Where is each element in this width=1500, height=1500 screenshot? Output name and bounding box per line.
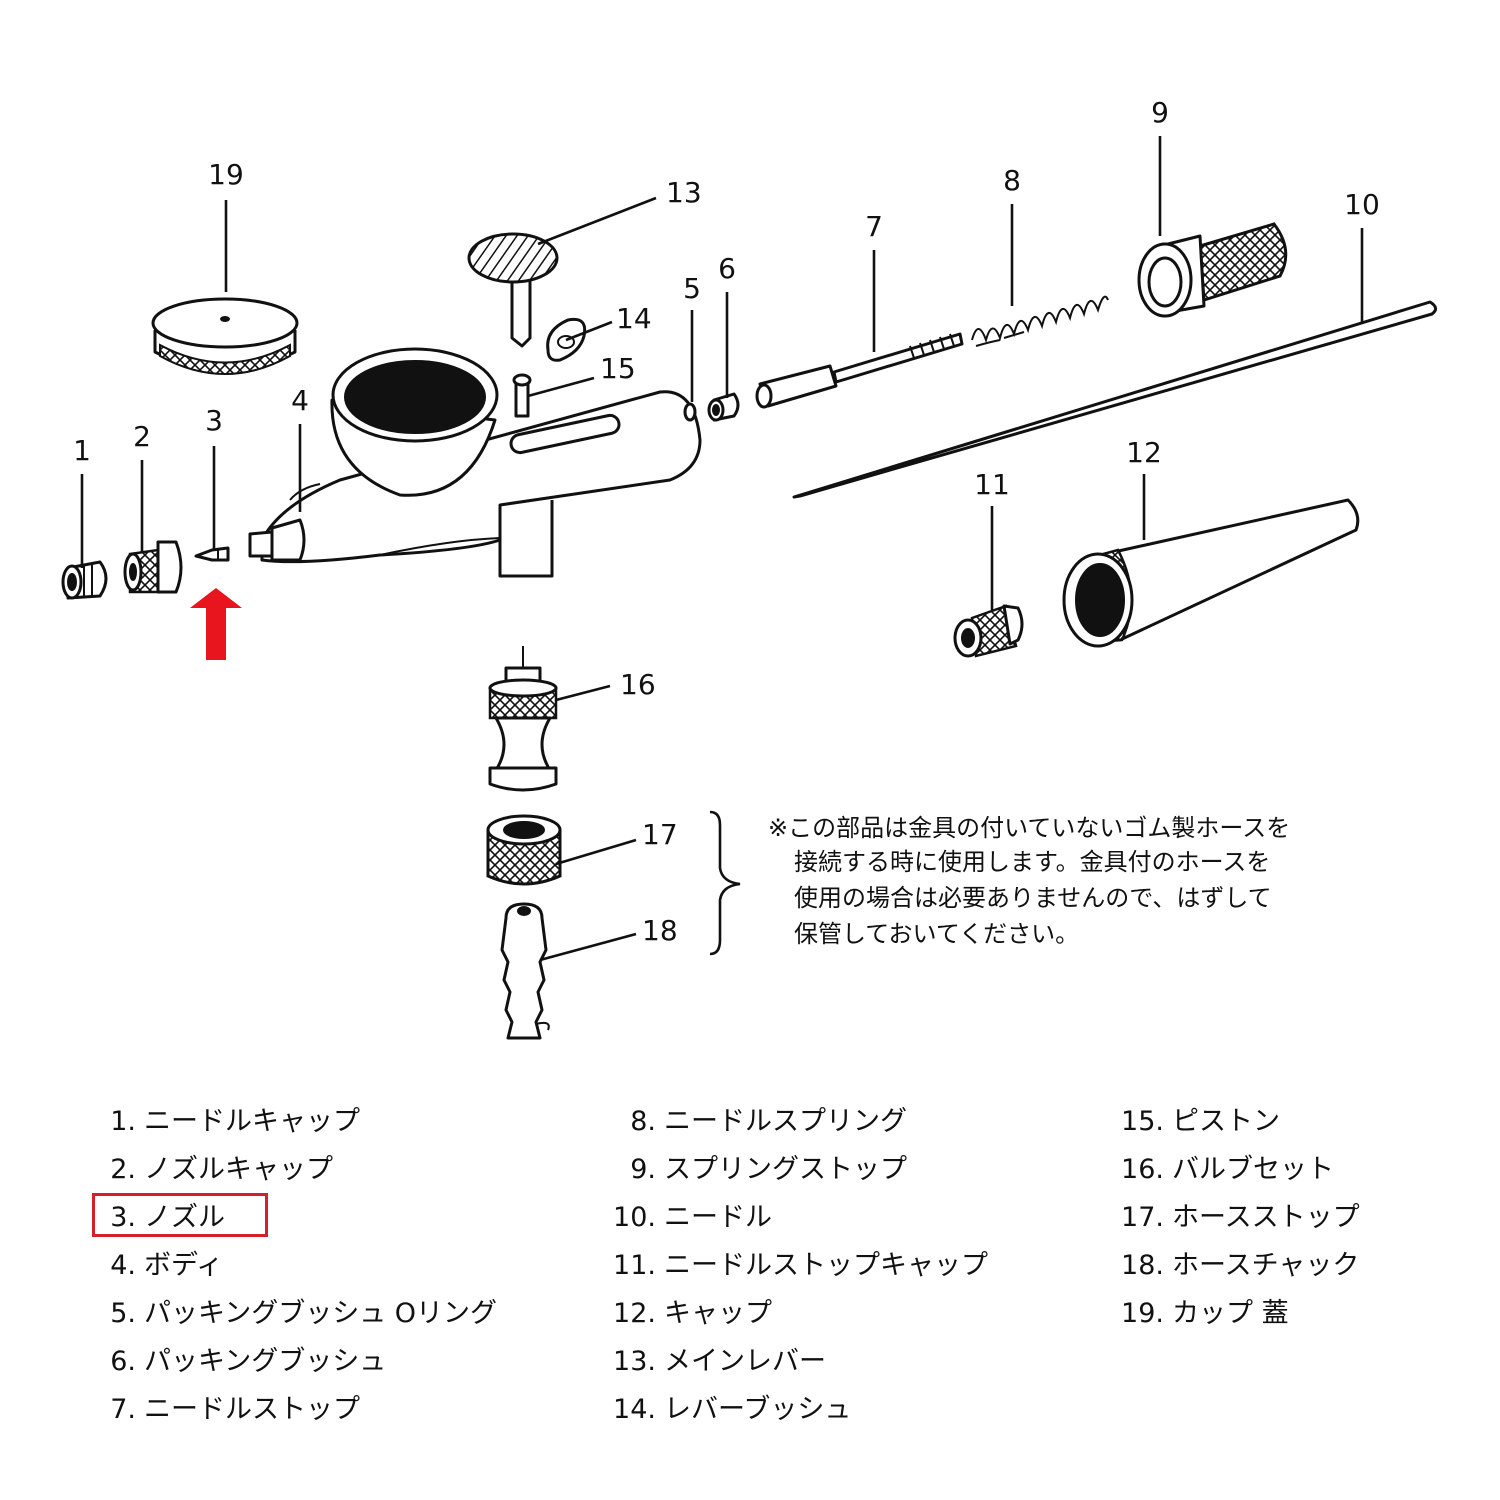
callout-4: 4: [291, 384, 309, 417]
exploded-parts-diagram: 1 2 3 4 5 6 7 8 9 10 11 12 13 14 15 16 1…: [61, 96, 1437, 1040]
note-text: ※この部品は金具の付いていないゴム製ホースを 接続する時に使用します。金具付のホ…: [768, 814, 1290, 948]
needle-part: [792, 300, 1437, 499]
up-arrow-icon: [190, 588, 242, 660]
legend-item-hose-chuck: 18.ホースチャック: [1121, 1250, 1360, 1281]
cup-lid-part: [151, 297, 299, 375]
leader-lines: [80, 136, 1364, 962]
callout-6: 6: [718, 252, 736, 285]
legend-item-spring-stop: 9.スプリングストップ: [630, 1154, 907, 1185]
legend-item-packing-bush: 6.パッキングブッシュ: [110, 1346, 387, 1377]
bracket-brace: [709, 810, 741, 956]
note-line-2: 接続する時に使用します。金具付のホースを: [794, 848, 1270, 876]
callout-17: 17: [642, 818, 678, 851]
highlight-box-nozzle: [92, 1193, 268, 1237]
callout-14: 14: [616, 302, 652, 335]
main-lever-part: [467, 232, 559, 348]
needle-cap-part: [61, 560, 108, 600]
legend-item-needle-spring: 8.ニードルスプリング: [630, 1106, 907, 1137]
legend-item-needle-cap: 1.ニードルキャップ: [110, 1106, 360, 1137]
callout-3: 3: [205, 404, 223, 437]
legend-item-o-ring: 5.パッキングブッシュ Oリング: [110, 1298, 498, 1329]
callout-10: 10: [1344, 188, 1380, 221]
callout-8: 8: [1003, 164, 1021, 197]
legend-item-needle: 10.ニードル: [613, 1202, 772, 1233]
callout-12: 12: [1126, 436, 1162, 469]
callout-19: 19: [208, 158, 244, 191]
legend-item-cup-lid: 19.カップ 蓋: [1121, 1298, 1289, 1329]
callout-13: 13: [666, 176, 702, 209]
callout-5: 5: [683, 272, 701, 305]
parts-legend-column-3: 15.ピストン 16.バルブセット 17.ホースストップ 18.ホースチャック …: [1112, 1098, 1360, 1338]
piston-part: [512, 373, 532, 418]
note-line-4: 保管しておいてください。: [794, 920, 1079, 948]
cap-part: [1062, 498, 1360, 648]
needle-stop-cap-part: [953, 604, 1024, 658]
legend-item-main-lever: 13.メインレバー: [613, 1346, 826, 1377]
legend-item-hose-stop: 17.ホースストップ: [1121, 1202, 1360, 1233]
callout-11: 11: [974, 468, 1010, 501]
callout-9: 9: [1151, 96, 1169, 129]
legend-item-body: 4.ボディ: [110, 1250, 224, 1281]
legend-item-cap: 12.キャップ: [613, 1298, 772, 1329]
callout-7: 7: [865, 210, 883, 243]
callout-numbers: 1 2 3 4 5 6 7 8 9 10 11 12 13 14 15 16 1…: [73, 96, 1380, 947]
callout-1: 1: [73, 434, 91, 467]
legend-item-piston: 15.ピストン: [1121, 1106, 1280, 1137]
legend-item-valve-set: 16.バルブセット: [1121, 1154, 1334, 1185]
legend-item-lever-bush: 14.レバーブッシュ: [613, 1394, 852, 1425]
valve-set-part: [488, 646, 558, 792]
airbrush-body-part: [248, 347, 702, 578]
parts-legend-column-2: 8.ニードルスプリング 9.スプリングストップ 10.ニードル 11.ニードルス…: [604, 1098, 988, 1434]
callout-2: 2: [133, 420, 151, 453]
spring-stop-part: [1137, 222, 1288, 318]
nozzle-part: [194, 546, 230, 562]
legend-item-nozzle-cap: 2.ノズルキャップ: [110, 1154, 333, 1185]
parts-legend-column-1: 1.ニードルキャップ 2.ノズルキャップ 3.ノズル 4.ボディ 5.パッキング…: [96, 1098, 497, 1434]
callout-16: 16: [620, 668, 656, 701]
legend-item-needle-stop-cap: 11.ニードルストップキャップ: [613, 1250, 988, 1281]
o-ring-part: [683, 402, 697, 422]
legend-item-needle-stop: 7.ニードルストップ: [110, 1394, 360, 1425]
hose-chuck-part: [500, 902, 550, 1040]
nozzle-cap-part: [123, 540, 183, 594]
note-line-1: ※この部品は金具の付いていないゴム製ホースを: [768, 814, 1290, 842]
legend-item-nozzle: 3.ノズル: [110, 1202, 225, 1233]
callout-15: 15: [600, 352, 636, 385]
packing-bush-part: [707, 392, 740, 422]
callout-18: 18: [642, 914, 678, 947]
hose-stop-part: [486, 814, 562, 886]
needle-spring-part: [971, 295, 1109, 347]
note-line-3: 使用の場合は必要ありませんので、はずして: [794, 884, 1272, 912]
needle-stop-part: [755, 332, 964, 409]
